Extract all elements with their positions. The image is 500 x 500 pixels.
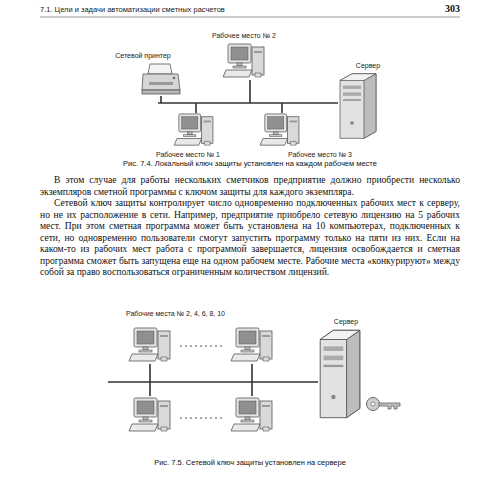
workstation-icon — [230, 396, 274, 434]
server-node: Сервер — [318, 328, 362, 420]
server-icon — [318, 328, 362, 420]
computer-icon — [230, 326, 274, 364]
network-wires — [158, 80, 338, 113]
paragraph: Сетевой ключ защиты контролирует число о… — [40, 197, 460, 278]
node-label: Рабочее место № 1 — [156, 151, 220, 158]
node-label: Рабочее место № 2 — [212, 32, 276, 39]
security-key — [367, 398, 401, 411]
computer-icon — [128, 396, 172, 434]
node-label: Сетевой принтер — [115, 52, 171, 59]
printer-icon — [140, 62, 182, 96]
computer-icon — [172, 112, 216, 148]
computer-icon — [222, 42, 266, 80]
workstation-icon — [230, 326, 274, 364]
computer-icon — [230, 396, 274, 434]
figure-7-5: Рабочие места № 2, 4, 6, 8, 10 Рис. 7.5. … — [0, 300, 500, 475]
running-header: 7.1. Цели и задачи автоматизации сметных… — [40, 5, 225, 14]
figure-caption: Рис. 7.4. Локальный ключ защиты установл… — [0, 159, 500, 168]
node-label: Сервер — [356, 62, 380, 69]
computer-icon — [128, 326, 172, 364]
workstation-icon — [128, 326, 172, 364]
server-node: Сервер — [338, 72, 378, 140]
printer-node: Сетевой принтер — [140, 62, 182, 96]
workstation-node: Рабочее место № 2 — [222, 42, 266, 80]
computer-icon — [258, 112, 302, 148]
node-label: Сервер — [334, 318, 358, 325]
workstation-icon — [128, 396, 172, 434]
group-label: Рабочие места № 2, 4, 6, 8, 10 — [126, 310, 225, 317]
workstation-node: Рабочее место № 3 — [258, 112, 302, 148]
network-wires — [0, 300, 500, 475]
page-number: 303 — [445, 3, 460, 14]
dotted-continuation — [180, 346, 224, 418]
workstation-node: Рабочее место № 1 — [172, 112, 216, 148]
paragraph: В этом случае для работы нескольких смет… — [40, 174, 460, 197]
server-icon — [338, 72, 378, 140]
body-text: В этом случае для работы нескольких смет… — [40, 174, 460, 278]
header-line — [40, 17, 460, 18]
node-label: Рабочее место № 3 — [288, 151, 352, 158]
figure-caption: Рис. 7.5. Сетевой ключ защиты установлен… — [0, 458, 500, 467]
